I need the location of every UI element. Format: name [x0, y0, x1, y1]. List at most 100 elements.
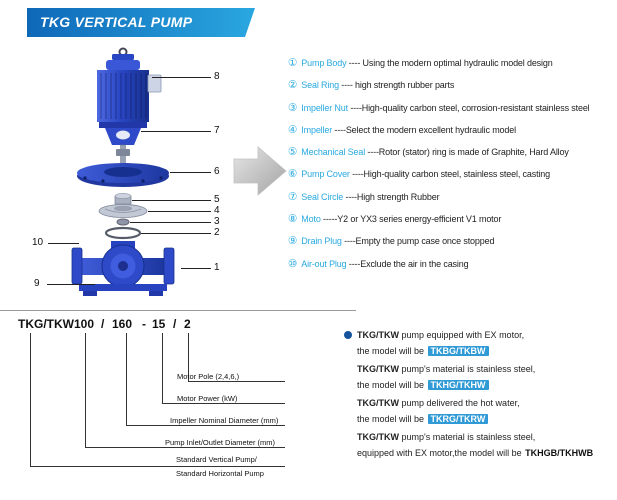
note-text-line: equipped with EX motor,the model will be… — [357, 445, 593, 461]
note-model-code: TKBG/TKBW — [427, 346, 489, 356]
part-label: Moto — [301, 214, 321, 225]
connector-line-power — [162, 333, 163, 403]
model-variant-notes: TKG/TKW pump equipped with EX motor, the… — [357, 327, 593, 463]
connector-line-impeller — [126, 333, 127, 425]
callout-number-8: 8 — [214, 71, 220, 82]
part-number-badge: ② — [288, 79, 298, 92]
part-label: Seal Ring — [301, 80, 339, 91]
callout-line-2 — [141, 233, 211, 234]
part-desc: ----Exclude the air in the casing — [346, 258, 469, 269]
connector-line-standard — [30, 333, 31, 466]
callout-number-10: 10 — [32, 237, 44, 248]
part-label: Seal Circle — [301, 191, 344, 202]
connector-line-impeller — [126, 425, 285, 426]
connector-line-inlet — [85, 447, 285, 448]
callout-line-9 — [47, 284, 95, 285]
part-desc: -----Y2 or YX3 series energy-efficient V… — [320, 214, 502, 225]
part-number-badge: ⑧ — [288, 213, 298, 226]
connector-line-pole — [188, 333, 189, 381]
part-desc: ----Rotor (stator) ring is made of Graph… — [365, 147, 569, 158]
part-number-badge: ⑨ — [288, 235, 298, 248]
part-desc: ---- Using the modern optimal hydraulic … — [346, 58, 553, 68]
model-label-standard-2: Standard Horizontal Pump — [176, 469, 264, 478]
page-title: TKG VERTICAL PUMP — [27, 8, 255, 37]
model-label-impeller: Impeller Nominal Diameter (mm) — [170, 416, 279, 425]
note-text: pump equipped with EX motor, — [399, 330, 525, 340]
note-text: the model will be — [357, 346, 427, 356]
connector-line-inlet — [85, 333, 86, 447]
part-number-badge: ③ — [288, 101, 298, 114]
note-text: pump delivered the hot water, — [399, 398, 520, 408]
section-divider — [0, 310, 356, 311]
note-text: pump's material is stainless steel, — [399, 432, 536, 442]
part-label: Drain Plug — [301, 236, 342, 247]
note-series-code: TKG/TKW — [357, 398, 399, 408]
part-label: Impeller — [301, 124, 333, 135]
note-text-line: TKG/TKW pump's material is stainless ste… — [357, 361, 593, 377]
note-series-code: TKG/TKW — [357, 330, 399, 340]
note-text: the model will be — [357, 380, 427, 390]
callout-number-5: 5 — [214, 194, 220, 205]
model-segment-slash2: / — [173, 317, 177, 331]
part-desc: ----Select the modern excellent hydrauli… — [332, 124, 516, 135]
model-label-inlet: Pump Inlet/Outlet Diameter (mm) — [165, 438, 276, 447]
part-desc: ----High-quality carbon steel, corrosion… — [347, 102, 590, 113]
part-number-badge: ⑥ — [288, 168, 298, 181]
note-model-code: TKRG/TKRW — [427, 414, 489, 424]
part-desc: ---- high strength rubber parts — [338, 80, 455, 91]
callout-number-4: 4 — [214, 205, 220, 216]
model-segment-dash: - — [142, 317, 146, 331]
part-label: Air-out Plug — [301, 258, 347, 269]
note-text: equipped with EX motor,the model will be — [357, 448, 525, 458]
part-desc: ----High strength Rubber — [343, 191, 440, 202]
model-segment-impeller: 160 — [112, 317, 133, 331]
part-label: Pump Body — [301, 58, 347, 68]
callout-line-4 — [148, 211, 211, 212]
model-segment-series: TKG/TKW — [18, 317, 74, 331]
note-group: TKG/TKW pump's material is stainless ste… — [357, 429, 593, 461]
part-number-badge: ⑤ — [288, 146, 298, 159]
bullet-icon — [344, 331, 352, 339]
note-group: TKG/TKW pump delivered the hot water, th… — [357, 395, 593, 427]
note-text: the model will be — [357, 414, 427, 424]
note-text-line: the model will be TKRG/TKRW — [357, 411, 593, 427]
callout-line-6 — [170, 172, 211, 173]
part-label: Mechanical Seal — [301, 147, 366, 158]
callout-line-7 — [141, 131, 211, 132]
connector-line-standard — [30, 466, 285, 467]
part-label: Pump Cover — [301, 169, 350, 180]
note-group: TKG/TKW pump equipped with EX motor, the… — [357, 327, 593, 359]
callout-line-1 — [181, 268, 211, 269]
model-label-standard-1: Standard Vertical Pump/ — [176, 455, 257, 464]
callout-number-9: 9 — [34, 278, 40, 289]
model-label-pole: Motor Pole (2,4,6,) — [177, 372, 240, 381]
connector-line-pole — [188, 381, 285, 382]
model-segment-slash1: / — [101, 317, 105, 331]
part-number-badge: ① — [288, 57, 298, 69]
note-text: pump's material is stainless steel, — [399, 364, 536, 374]
part-desc: ----High-quality carbon steel, stainless… — [349, 169, 550, 180]
note-text-line: TKG/TKW pump equipped with EX motor, — [357, 327, 593, 343]
model-segment-inlet: 100 — [74, 317, 95, 331]
callout-number-1: 1 — [214, 262, 220, 273]
note-model-code: TKHGB/TKHWB — [525, 448, 594, 458]
model-segment-power: 15 — [152, 317, 166, 331]
pump-exploded-illustration — [71, 47, 175, 296]
connector-line-power — [162, 403, 285, 404]
callout-number-7: 7 — [214, 125, 220, 136]
note-text-line: TKG/TKW pump delivered the hot water, — [357, 395, 593, 411]
model-segment-pole: 2 — [184, 317, 191, 331]
part-number-badge: ⑦ — [288, 190, 298, 203]
callout-line-3 — [130, 222, 211, 223]
part-number-badge: ⑩ — [288, 257, 298, 270]
